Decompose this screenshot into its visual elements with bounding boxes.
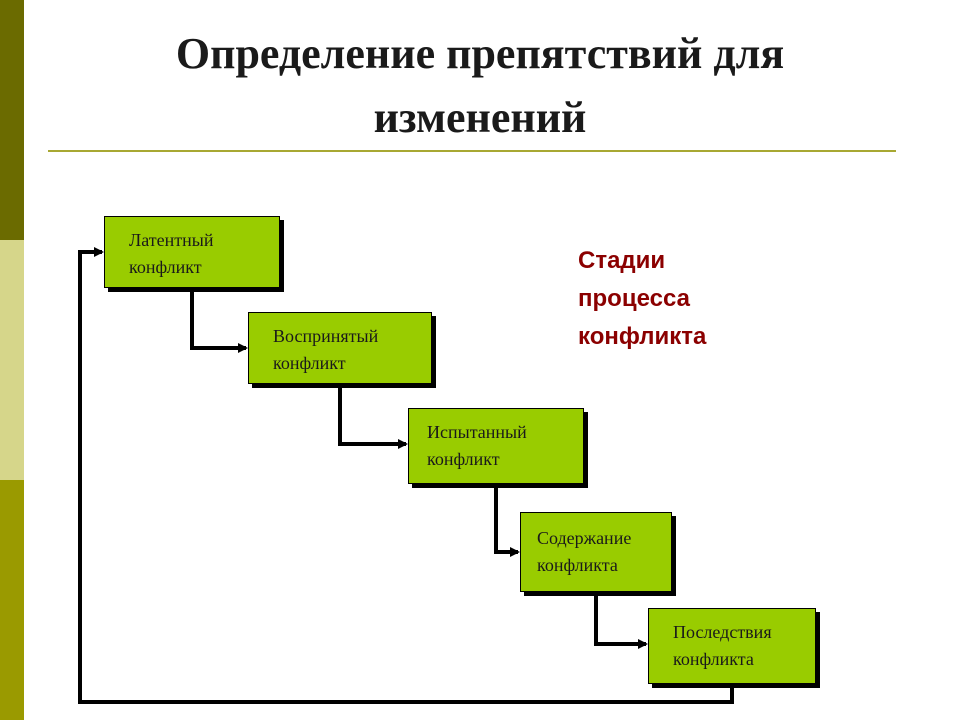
stage-label-line-2: конфликт — [273, 353, 346, 373]
stage-conflict-content: Содержание конфликта — [520, 512, 672, 592]
decorative-band-bottom — [0, 480, 24, 720]
stage-label-line-1: Латентный — [129, 230, 214, 250]
caption-line-3: конфликта — [578, 323, 707, 350]
stage-perceived-conflict: Воспринятый конфликт — [248, 312, 432, 384]
feedback-loop-connector — [78, 247, 734, 704]
stage-conflict-consequences: Последствия конфликта — [648, 608, 816, 684]
connector-4-to-5 — [594, 594, 648, 649]
decorative-band-top — [0, 0, 24, 240]
decorative-band-middle — [0, 240, 24, 480]
connector-2-to-3 — [338, 386, 408, 449]
connector-3-to-4 — [494, 486, 520, 557]
stage-label-line-1: Содержание — [537, 528, 632, 548]
stage-label-line-2: конфликт — [129, 257, 202, 277]
stage-label-line-1: Воспринятый — [273, 326, 379, 346]
stage-felt-conflict: Испытанный конфликт — [408, 408, 584, 484]
stage-label-line-2: конфликта — [537, 555, 618, 575]
caption-line-2: процесса — [578, 285, 690, 312]
stage-label-line-1: Последствия — [673, 622, 772, 642]
conflict-stages-caption: Стадии процесса конфликта — [578, 242, 706, 356]
stage-latent-conflict: Латентный конфликт — [104, 216, 280, 288]
stage-label-line-1: Испытанный — [427, 422, 527, 442]
title-underline — [48, 150, 896, 152]
stage-label-line-2: конфликта — [673, 649, 754, 669]
connector-1-to-2 — [190, 290, 248, 353]
slide-title-line-2: изменений — [373, 93, 587, 142]
stage-label-line-2: конфликт — [427, 449, 500, 469]
caption-line-1: Стадии — [578, 247, 666, 274]
slide-title-line-1: Определение препятствий для — [175, 29, 785, 78]
